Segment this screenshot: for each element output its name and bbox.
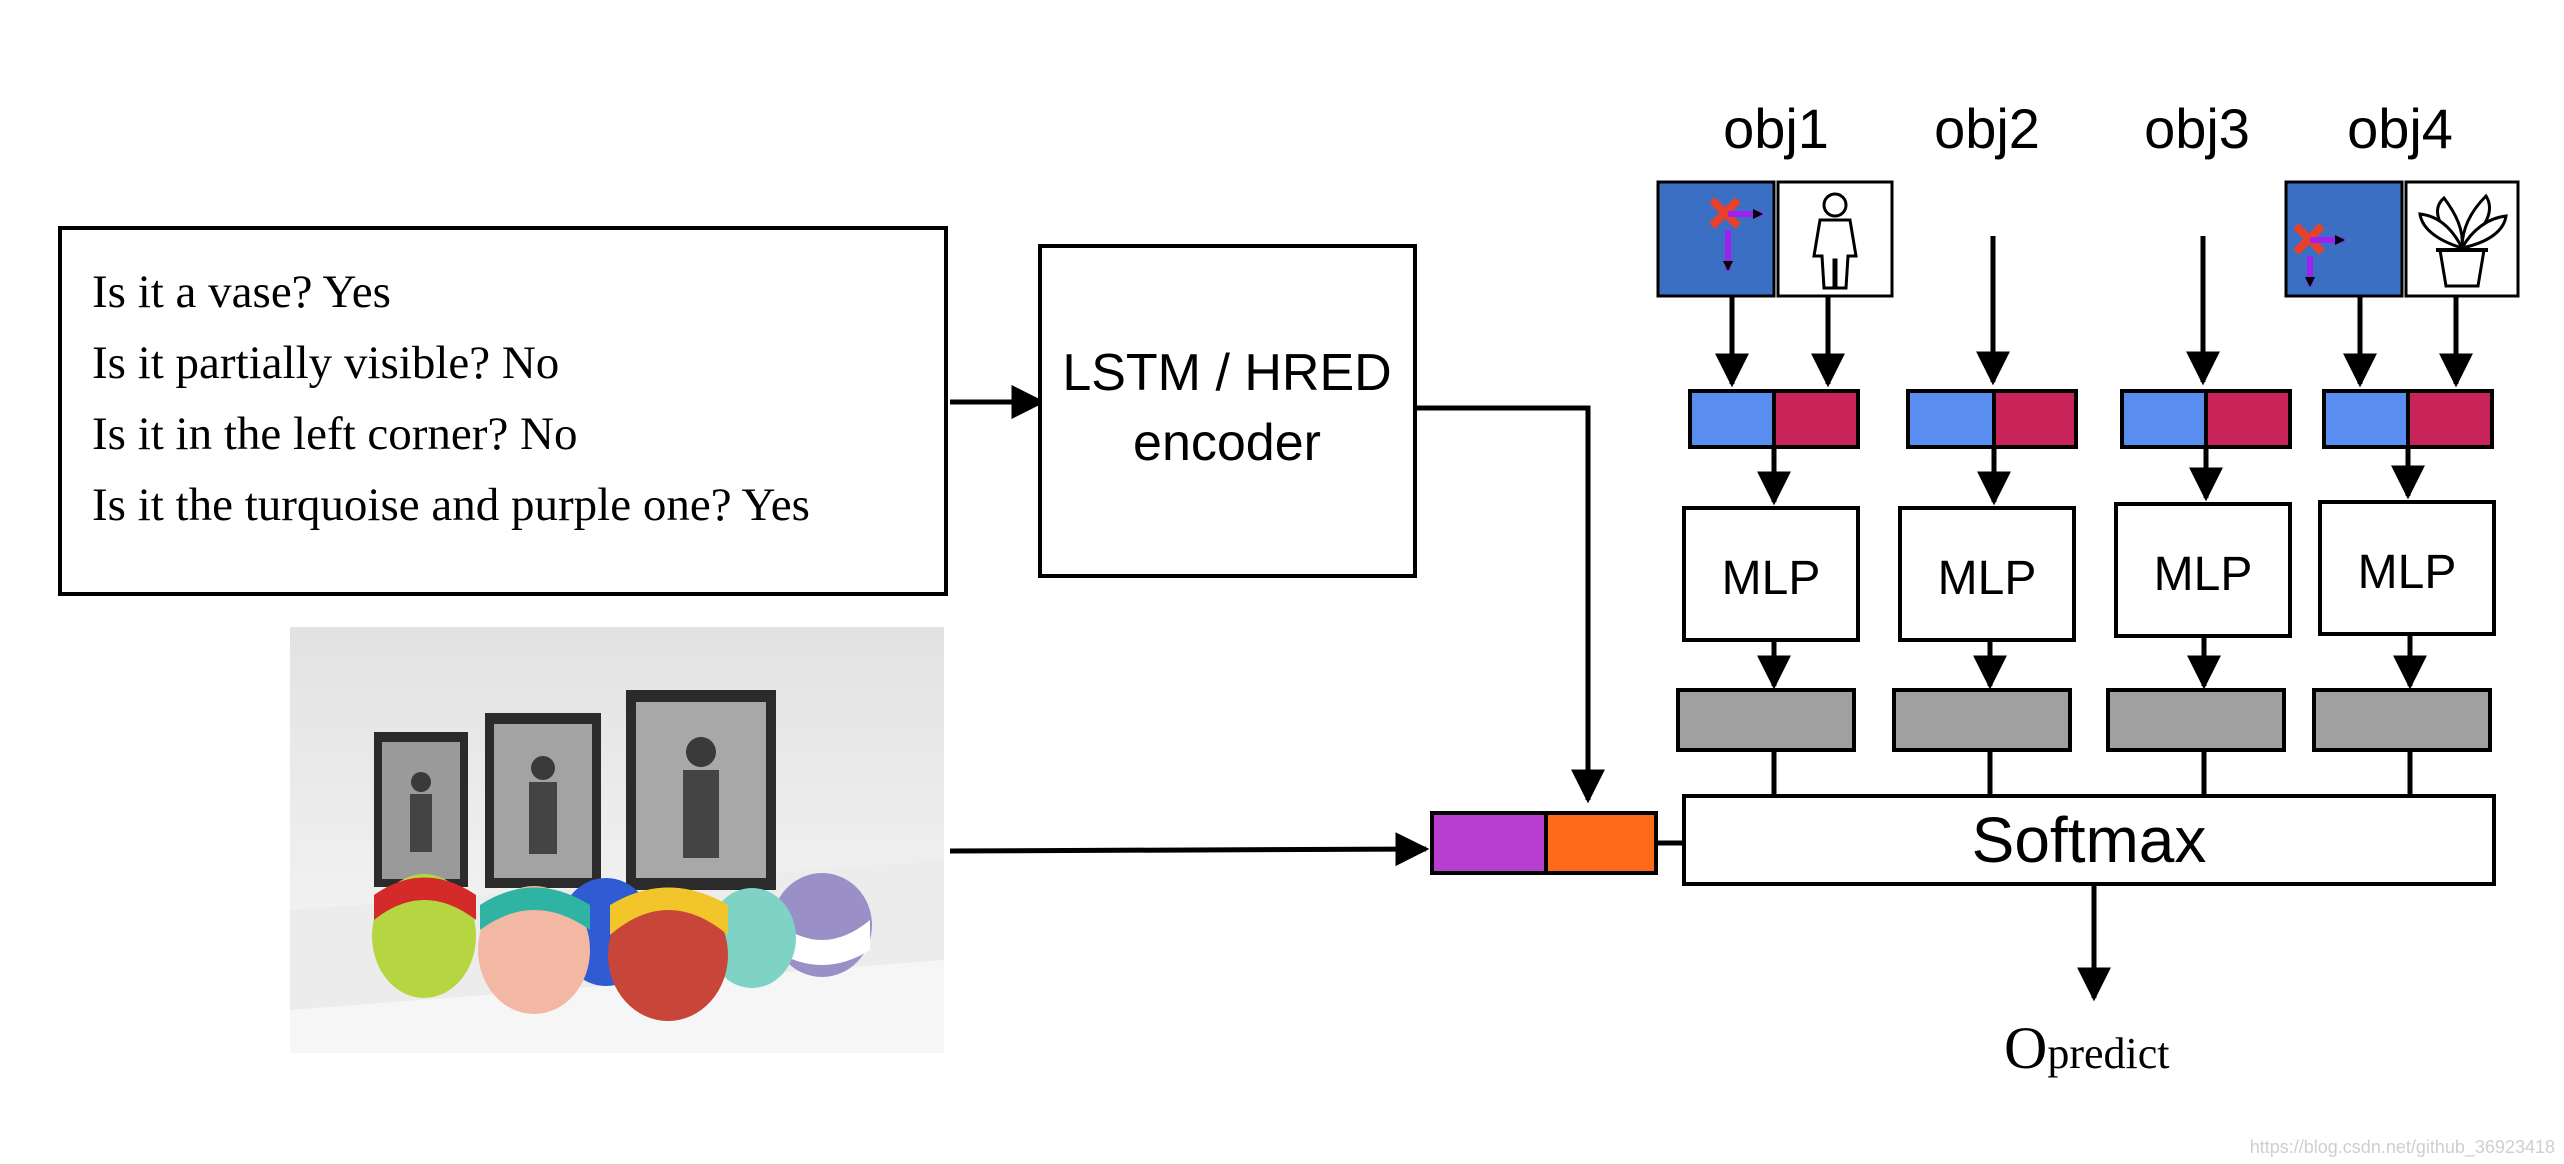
- obj1-label: obj1: [1723, 97, 1829, 160]
- encoder-label-line1: LSTM / HRED: [1062, 344, 1391, 402]
- obj4-pipeline: MLP: [2312, 389, 2496, 796]
- dialogue-line-4: Is it the turquoise and purple one? Yes: [92, 479, 810, 531]
- dialogue-line-2: Is it partially visible? No: [92, 337, 559, 389]
- prediction-symbol: O: [2004, 1015, 2047, 1081]
- obj1-category-feature: [1772, 389, 1860, 449]
- framed-photo-3: [626, 690, 776, 890]
- prediction-label: Opredict: [2004, 1015, 2170, 1081]
- obj2-spatial-feature: [1906, 389, 1996, 449]
- obj4-score: [2312, 688, 2492, 752]
- obj1-pipeline: MLP: [1676, 389, 1860, 796]
- dialogue-line-3: Is it in the left corner? No: [92, 408, 578, 460]
- obj2-category-feature: [1992, 389, 2078, 449]
- softmax-box: Softmax: [1682, 794, 2496, 886]
- obj2-pipeline: MLP: [1892, 389, 2078, 796]
- obj1-score: [1676, 688, 1856, 752]
- obj4-mlp: [2318, 500, 2496, 636]
- obj3-mlp-label: MLP: [2154, 548, 2253, 601]
- scene-image: [290, 627, 944, 1053]
- image-feature-block: [1430, 811, 1548, 875]
- encoder-box: LSTM / HRED encoder: [1038, 244, 1417, 578]
- obj2-mlp-label: MLP: [1938, 552, 2037, 605]
- obj4-spatial-icon: [2284, 180, 2404, 298]
- obj2-score: [1892, 688, 2072, 752]
- vases: [372, 873, 872, 1021]
- encoder-label-line2: encoder: [1133, 414, 1321, 472]
- obj4-spatial-feature: [2322, 389, 2410, 449]
- concat-feature: [1430, 811, 1658, 875]
- framed-photo-1: [374, 732, 468, 887]
- obj3-score: [2106, 688, 2286, 752]
- framed-photo-2: [485, 713, 601, 888]
- watermark: https://blog.csdn.net/github_36923418: [2250, 1137, 2555, 1158]
- dialogue-line-1: Is it a vase? Yes: [92, 266, 391, 318]
- obj1-spatial-feature: [1688, 389, 1776, 449]
- arrow-encoder-to-feature: [1415, 405, 1605, 804]
- prediction-subscript: predict: [2047, 1029, 2169, 1078]
- obj2-label: obj2: [1934, 97, 2040, 160]
- obj1-mlp-label: MLP: [1722, 552, 1821, 605]
- obj1-mlp: [1682, 506, 1860, 642]
- dialogue-feature-block: [1544, 811, 1658, 875]
- obj4-category-feature: [2406, 389, 2494, 449]
- obj3-label: obj3: [2144, 97, 2250, 160]
- obj3-spatial-feature: [2120, 389, 2208, 449]
- obj2-mlp: [1898, 506, 2076, 642]
- softmax-label: Softmax: [1972, 804, 2207, 876]
- obj1-spatial-icon: [1656, 180, 1776, 298]
- dialogue-box: Is it a vase? Yes Is it partially visibl…: [58, 226, 948, 596]
- obj4-mlp-label: MLP: [2358, 546, 2457, 599]
- obj4-label: obj4: [2347, 97, 2453, 160]
- plant-icon: [2404, 180, 2520, 298]
- person-icon: [1776, 180, 1894, 298]
- arrow-image-to-feature: [949, 832, 1430, 867]
- obj3-category-feature: [2204, 389, 2292, 449]
- obj3-pipeline: MLP: [2106, 389, 2292, 796]
